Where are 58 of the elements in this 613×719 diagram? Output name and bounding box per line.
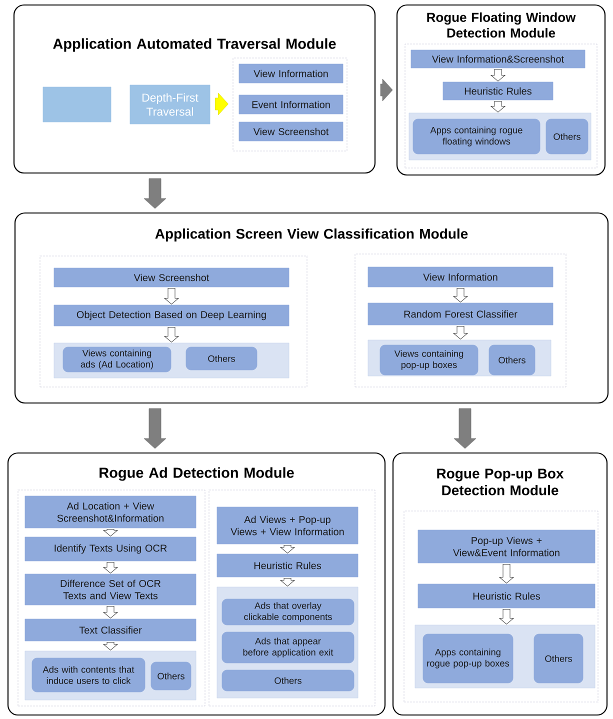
block-arrow [499,608,514,624]
block-arrow [164,326,179,342]
process-box: Event Information [238,94,344,114]
process-box: View Information&Screenshot [410,50,586,68]
dotted-panel [18,490,206,706]
process-box: Pop-up Views + View&Event Information [418,530,596,564]
block-arrow [103,562,118,574]
process-box: View Information [368,266,554,288]
block-arrow [454,408,476,449]
process-box: Identify Texts Using OCR [24,536,196,562]
block-arrow [215,92,228,116]
result-box: Others [534,634,584,684]
process-box: View Information [238,64,344,84]
input-box: Depth-First Traversal [130,84,210,124]
block-arrow [380,78,393,102]
result-box: Others [488,344,536,376]
block-arrow [144,178,166,209]
block-arrow [499,564,514,584]
block-arrow [280,578,295,586]
process-box: Ad Views + Pop-up Views + View Information [216,506,358,544]
block-arrow [280,544,295,554]
result-box: Apps containing rogue pop-up boxes [422,634,514,684]
dotted-panel [40,256,308,388]
process-box: Heuristic Rules [418,584,596,608]
process-box: Object Detection Based on Deep Learning [54,304,290,326]
process-box: Random Forest Classifier [368,302,554,326]
process-box: Text Classifier [24,618,196,642]
dotted-panel [232,58,348,152]
block-arrow [103,606,118,618]
process-box: Ad Location + View Screenshot&Information [24,496,196,528]
result-box: Views containing ads (Ad Location) [62,346,172,372]
process-box: View Screenshot [238,122,344,142]
process-box: View Screenshot [54,268,290,288]
block-arrow [144,408,166,449]
dotted-panel [404,44,598,168]
result-box: Ads that overlay clickable components [222,598,354,626]
result-box: Others [150,662,192,690]
process-box: Heuristic Rules [442,82,554,100]
block-arrow [164,288,179,304]
block-arrow [103,642,118,650]
block-arrow [490,100,506,112]
blank-box [42,86,112,122]
process-box: Heuristic Rules [216,554,358,578]
block-arrow [453,288,468,302]
result-box: Apps containing rogue floating windows [412,118,540,154]
block-arrow [490,68,506,82]
result-box: Views containing pop-up boxes [380,344,478,376]
dotted-panel [404,510,598,702]
result-box: Ads with contents that induce users to click [32,658,146,692]
block-arrow [453,326,468,340]
block-arrow [103,528,118,536]
result-box: Others [186,346,258,370]
dotted-panel [208,490,376,706]
result-box: Others [222,670,354,692]
process-box: Difference Set of OCR Texts and View Texts [24,574,196,606]
dotted-panel [354,254,566,388]
result-box: Ads that appear before application exit [222,632,354,664]
result-box: Others [546,118,588,154]
